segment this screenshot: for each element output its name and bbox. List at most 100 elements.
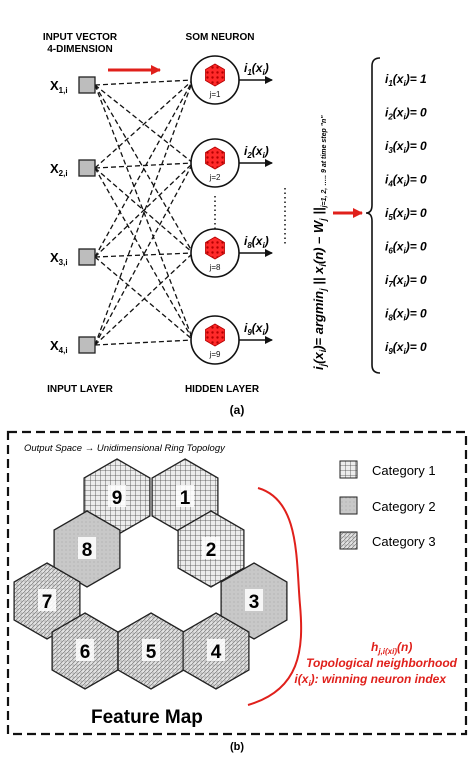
- input-layer-label: INPUT LAYER: [47, 384, 114, 395]
- formula-argmin: )= argmin: [311, 291, 326, 352]
- output-item: i7(xi)= 0: [385, 273, 427, 289]
- input-label-sub: 2,i: [59, 169, 68, 178]
- input-label-sub: 3,i: [59, 258, 68, 267]
- neuron-hexagon-icon: [205, 63, 225, 87]
- input-label-main: X: [50, 78, 59, 93]
- input-node: X4,i: [50, 336, 96, 355]
- connections: [94, 79, 194, 346]
- output-space-title: Output Space → Unidimensional Ring Topol…: [24, 443, 226, 454]
- connection-line: [94, 79, 194, 86]
- formula-sub-j2: j: [318, 288, 328, 292]
- hex-number: 9: [112, 488, 123, 509]
- hex-number: 1: [180, 488, 191, 509]
- neuron-node: j=2i2(xi): [190, 138, 273, 188]
- input-label-main: X: [50, 161, 59, 176]
- hex-number-bg: [176, 485, 194, 507]
- output-item: i8(xi)= 0: [385, 307, 427, 323]
- neuron-node: j=8 i8(xi): [190, 228, 273, 278]
- connection-line: [94, 162, 194, 346]
- caption-a: (a): [230, 403, 245, 417]
- legend-swatch-cat2: [339, 496, 358, 515]
- panel-a: INPUT VECTOR 4-DIMENSION SOM NEURON X1,i…: [43, 32, 427, 417]
- connection-line: [94, 84, 194, 164]
- hex-number-bg: [142, 639, 160, 661]
- formula-n-w: (n) – W: [311, 219, 326, 264]
- output-list: i1(xi)= 1i2(xi)= 0i3(xi)= 0i4(xi)= 0i5(x…: [385, 72, 427, 356]
- input-label: X2,i: [50, 161, 68, 178]
- neuron-node: j=1i1(xi): [190, 55, 273, 105]
- input-label: X4,i: [50, 338, 68, 355]
- formula-norm: || x: [311, 266, 326, 288]
- output-bracket: [365, 57, 381, 374]
- connection-line: [94, 167, 194, 341]
- input-box: [78, 159, 96, 177]
- input-box: [78, 248, 96, 266]
- hex-neuron: 5: [117, 612, 185, 690]
- hex-number: 5: [146, 642, 157, 663]
- hex-number: 2: [206, 540, 217, 561]
- hex-number: 6: [80, 642, 91, 663]
- neighborhood-curve: [247, 487, 303, 706]
- neuron-node: j=9i9(xi): [190, 315, 273, 365]
- feature-map-label: Feature Map: [91, 707, 203, 728]
- formula-sub-i2: i: [318, 264, 328, 267]
- formula-i: i: [311, 366, 326, 370]
- hex-neuron: 8: [53, 510, 121, 588]
- connection-line: [94, 162, 194, 169]
- formula-range: j=1, 2, ….. 9 at time step "n": [321, 115, 328, 209]
- connection-line: [94, 339, 194, 346]
- neuron-label: j=8: [209, 263, 221, 272]
- legend-label-cat3: Category 3: [372, 534, 436, 549]
- connection-line: [94, 84, 194, 341]
- input-label: X3,i: [50, 250, 68, 267]
- hex-neuron: 7: [13, 562, 81, 640]
- input-box: [78, 336, 96, 354]
- hex-neuron: 3: [220, 562, 288, 640]
- input-node: X1,i: [50, 76, 96, 95]
- formula-sub-j: j: [318, 363, 328, 367]
- formula-sub-i: i: [318, 349, 328, 352]
- formula-x: (x: [311, 352, 326, 364]
- hex-number-bg: [76, 639, 94, 661]
- neuron-label: j=1: [209, 90, 221, 99]
- legend-label-cat2: Category 2: [372, 499, 436, 514]
- topological-neighborhood-label: Topological neighborhood: [306, 656, 458, 670]
- hex-ring: 9 1 8 2 7 3 6 5 4: [13, 458, 288, 690]
- input-node: X2,i: [50, 159, 96, 178]
- output-item: i1(xi)= 1: [385, 72, 427, 88]
- legend-label-cat1: Category 1: [372, 463, 436, 478]
- output-item: i2(xi)= 0: [385, 106, 427, 122]
- connection-line: [94, 162, 194, 258]
- hex-number: 7: [42, 592, 53, 613]
- neuron-hexagon-icon: [205, 236, 225, 260]
- output-item: i4(xi)= 0: [385, 173, 427, 189]
- neuron-label: j=9: [209, 350, 221, 359]
- winner-formula: ij(xi)= argminj || xi(n) – Wj ||j=1, 2, …: [311, 115, 328, 370]
- connection-line: [94, 252, 194, 346]
- neuron-hexagon-icon: [205, 323, 225, 347]
- connection-line: [94, 79, 194, 258]
- input-label-sub: 4,i: [59, 346, 68, 355]
- h-main: h: [371, 640, 378, 654]
- neuron-output-label: i8(xi): [244, 234, 269, 250]
- caption-b: (b): [230, 741, 244, 753]
- winning-sub: i: [308, 679, 311, 688]
- input-box: [78, 76, 96, 94]
- hex-number-bg: [78, 537, 96, 559]
- panel-b-frame: [6, 430, 468, 736]
- hex-number: 3: [249, 592, 260, 613]
- winning-main: i(x: [294, 672, 309, 686]
- connection-line: [94, 79, 194, 346]
- hex-neuron: 9: [83, 458, 151, 536]
- connection-line: [94, 252, 194, 258]
- formula-sub-j3: j: [318, 218, 328, 222]
- hex-neuron: 4: [182, 612, 250, 690]
- panel-b: Output Space → Unidimensional Ring Topol…: [6, 430, 468, 753]
- som-neuron-header: SOM NEURON: [186, 32, 255, 43]
- h-arg: (n): [397, 640, 412, 654]
- input-vector-header-line1: INPUT VECTOR: [43, 32, 118, 43]
- hex-number-bg: [207, 639, 225, 661]
- hex-number-bg: [38, 589, 56, 611]
- hex-number-bg: [245, 589, 263, 611]
- hex-neuron: 2: [177, 510, 245, 588]
